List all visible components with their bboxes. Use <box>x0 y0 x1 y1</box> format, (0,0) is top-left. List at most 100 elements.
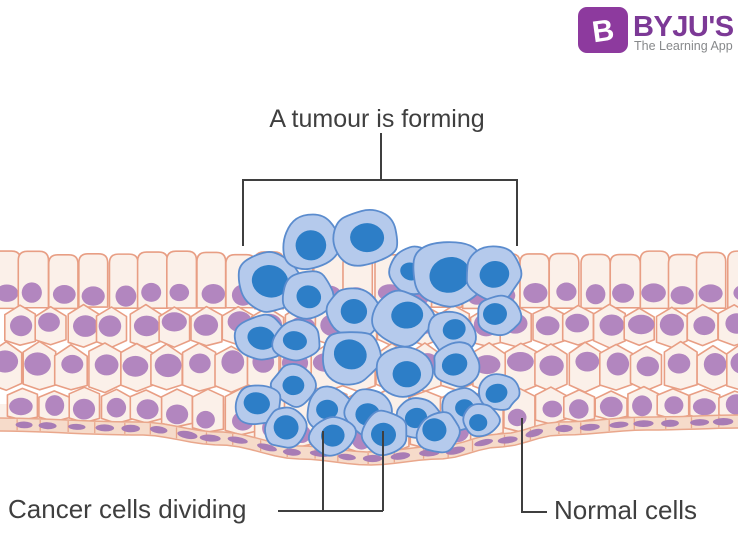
normal-cell-nucleus <box>72 398 96 420</box>
normal-cell-nucleus <box>641 283 666 303</box>
cancer-cell-nucleus <box>321 424 345 447</box>
normal-cell <box>726 250 738 309</box>
normal-cell-nucleus <box>201 284 225 304</box>
normal-cell-nucleus <box>10 315 33 337</box>
cancer-cell-nucleus <box>333 339 367 370</box>
byjus-badge <box>578 7 628 53</box>
membrane-cell-nucleus <box>282 448 301 456</box>
normal-cell-nucleus <box>0 284 19 302</box>
normal-cell-nucleus <box>0 350 19 373</box>
cancer-cell-nucleus <box>282 331 307 351</box>
membrane-cell-nucleus <box>68 423 86 430</box>
normal-cell-nucleus <box>141 282 162 302</box>
cancer-cell-nucleus <box>391 301 424 329</box>
normal-cell-nucleus <box>725 394 738 415</box>
normal-cell-nucleus <box>667 353 691 374</box>
membrane-cell-nucleus <box>579 423 600 431</box>
normal-cell-nucleus <box>473 355 501 375</box>
cancer-cell-nucleus <box>247 326 276 350</box>
normal-cell-nucleus <box>52 285 76 304</box>
normal-cell-nucleus <box>585 284 606 305</box>
normal-cell-nucleus <box>565 313 590 333</box>
normal-cell-nucleus <box>606 352 630 376</box>
cancer-cell-nucleus <box>350 223 385 253</box>
normal-cell-nucleus <box>9 397 33 416</box>
membrane-cell-nucleus <box>497 436 518 444</box>
normal-cell-nucleus <box>24 352 51 376</box>
membrane-cell-nucleus <box>177 430 198 440</box>
membrane-cell-nucleus <box>149 426 168 434</box>
cancer-cell-nucleus <box>485 383 508 403</box>
normal-cell-nucleus <box>523 283 548 303</box>
normal-cell-nucleus <box>507 408 527 427</box>
byjus-logo: B BYJU'S The Learning App <box>578 7 734 53</box>
normal-cell-nucleus <box>38 312 60 332</box>
membrane-cell-nucleus <box>690 419 710 426</box>
normal-cell-nucleus <box>193 314 219 336</box>
membrane-cell-nucleus <box>609 421 629 428</box>
normal-cell-nucleus <box>98 315 122 337</box>
normal-cell-nucleus <box>698 284 723 303</box>
membrane-cell-nucleus <box>525 428 544 438</box>
normal-cell-nucleus <box>692 398 716 416</box>
cancer-cell-nucleus <box>429 256 470 293</box>
normal-cell-nucleus <box>542 400 563 418</box>
normal-cell-nucleus <box>599 396 623 417</box>
membrane-cell-nucleus <box>633 420 654 428</box>
normal-cell-nucleus <box>61 354 84 374</box>
membrane-cell-nucleus <box>38 422 57 430</box>
byjus-tagline-text: The Learning App <box>634 39 733 53</box>
normal-cell-nucleus <box>21 282 42 303</box>
label-normal-cells: Normal cells <box>554 495 697 525</box>
normal-cell-nucleus <box>81 286 105 306</box>
normal-cell-nucleus <box>733 286 738 300</box>
membrane-cell-nucleus <box>555 424 573 433</box>
normal-cell-nucleus <box>196 410 215 429</box>
membrane-cell-nucleus <box>474 438 493 447</box>
normal-cell-nucleus <box>632 395 653 417</box>
normal-cell-nucleus <box>507 352 534 372</box>
byjus-brand-text: BYJU'S <box>633 11 734 43</box>
normal-cell-nucleus <box>612 283 635 303</box>
cancer-cell-nucleus <box>340 298 368 324</box>
cancer-cell-nucleus <box>295 230 327 261</box>
normal-cell-nucleus <box>166 404 189 425</box>
normal-cell-nucleus <box>693 316 716 336</box>
membrane-cell-nucleus <box>362 454 383 463</box>
normal-cell-nucleus <box>703 353 727 376</box>
byjus-badge-letter-icon: B <box>590 14 616 50</box>
cancer-cell-nucleus <box>296 285 322 309</box>
normal-cell-nucleus <box>670 286 694 305</box>
normal-cell-nucleus <box>556 282 577 301</box>
normal-cell-nucleus <box>664 396 684 415</box>
membrane-cell-nucleus <box>95 424 115 432</box>
cancer-cell-nucleus <box>282 375 305 396</box>
membrane-cell-nucleus <box>712 417 734 426</box>
normal-cell-nucleus <box>539 355 564 376</box>
cancer-cell-nucleus <box>273 415 299 440</box>
membrane-cell-nucleus <box>199 434 221 442</box>
membrane-cell-nucleus <box>338 453 356 461</box>
cancer-cell-nucleus <box>392 361 421 388</box>
cancer-cell-nucleus <box>469 414 488 432</box>
normal-cell-nucleus <box>154 353 182 378</box>
normal-cell-nucleus <box>725 313 738 334</box>
normal-cell-nucleus <box>575 351 600 372</box>
normal-cell-nucleus <box>659 313 685 336</box>
membrane-cell-nucleus <box>257 443 277 452</box>
normal-cell-nucleus <box>115 285 137 307</box>
cancer-cell-nucleus <box>483 303 507 325</box>
normal-cell-nucleus <box>136 399 159 420</box>
membrane-cell-nucleus <box>121 424 140 433</box>
membrane-cell-nucleus <box>390 452 411 460</box>
tumor-mass <box>233 208 523 457</box>
normal-cell-nucleus <box>161 312 187 332</box>
normal-cell-nucleus <box>169 283 190 302</box>
membrane-cell-nucleus <box>661 419 679 427</box>
normal-cell-nucleus <box>221 350 245 374</box>
normal-cell-nucleus <box>535 316 560 336</box>
normal-cell-nucleus <box>569 399 589 419</box>
annotation-lines <box>242 133 547 513</box>
cancer-leader-lines <box>278 431 384 512</box>
